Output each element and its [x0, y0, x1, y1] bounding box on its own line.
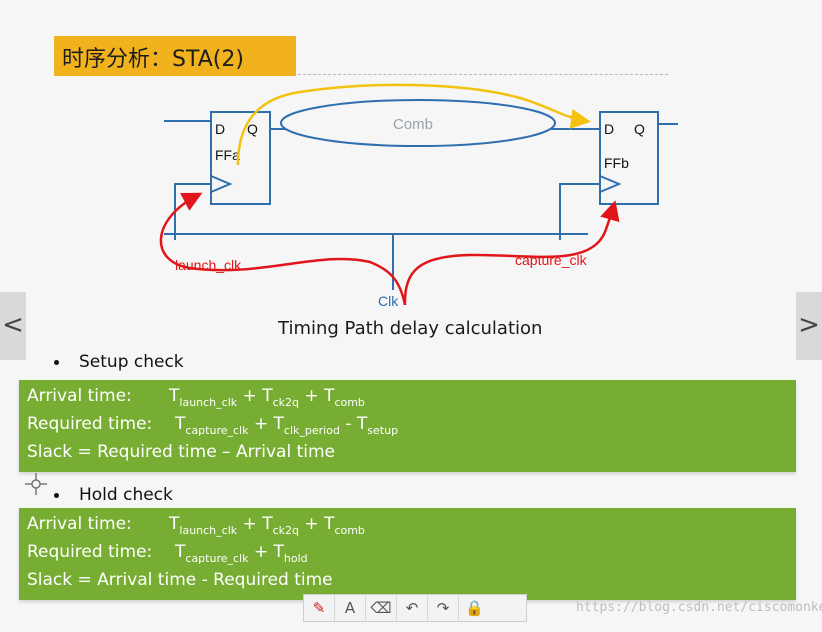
lock-icon: 🔒 — [465, 599, 484, 617]
eraser-tool-icon: ⌫ — [370, 599, 392, 617]
ffb-d-label: D — [604, 121, 614, 137]
subscript: clk_period — [283, 424, 340, 437]
hold-required-label: Required time: — [27, 542, 153, 562]
subscript: ck2q — [272, 524, 299, 537]
comb-label: Comb — [393, 116, 433, 133]
term: T — [169, 514, 180, 534]
operator: - — [345, 414, 352, 434]
setup-check-bullet: Setup check — [54, 352, 184, 372]
hold-arrival-label: Arrival time: — [27, 514, 132, 534]
capture-clock-path — [403, 200, 620, 306]
term: T — [273, 414, 284, 434]
title-divider — [298, 74, 668, 75]
term: T — [356, 414, 368, 434]
ffb-q-label: Q — [634, 121, 645, 137]
setup-check-box: Arrival time: Tlaunch_clk + Tck2q + Tcomb… — [19, 380, 796, 472]
setup-required-label: Required time: — [27, 414, 153, 434]
ffa-clock-triangle — [210, 175, 233, 193]
watermark-url: https://blog.csdn.net/ciscomonkey — [576, 600, 822, 615]
ffa-d-label: D — [215, 121, 225, 137]
setup-required-row: Required time: Tcapture_clk + Tclk_period… — [27, 414, 398, 437]
text-tool-icon: A — [344, 599, 356, 617]
hold-slack-row: Slack = Arrival time - Required time — [27, 570, 333, 590]
setup-arrival-label: Arrival time: — [27, 386, 132, 406]
pen-tool-icon: ✎ — [312, 599, 326, 617]
capture-clk-label: capture_clk — [515, 252, 588, 268]
ffb-clock-triangle — [599, 175, 622, 193]
eraser-tool-button[interactable]: ⌫ — [366, 595, 397, 621]
setup-slack-row: Slack = Required time – Arrival time — [27, 442, 336, 462]
subscript: capture_clk — [185, 424, 249, 437]
bullet-dot — [54, 492, 59, 498]
slide-title: 时序分析：STA(2) — [62, 47, 244, 72]
hold-required-row: Required time: Tcapture_clk + Thold — [27, 542, 308, 565]
text-tool-button[interactable]: A — [335, 595, 366, 621]
ffb-box — [599, 111, 659, 205]
operator: + — [304, 386, 319, 406]
term: T — [324, 514, 335, 534]
term: T — [175, 414, 186, 434]
subscript: comb — [334, 524, 365, 537]
pen-tool-button[interactable]: ✎ — [304, 595, 335, 621]
launch-clk-label: launch_clk — [175, 257, 242, 273]
next-slide-button[interactable]: > — [796, 292, 822, 360]
subscript: hold — [283, 552, 308, 565]
operator: + — [253, 414, 269, 434]
subscript: capture_clk — [185, 552, 249, 565]
subscript: launch_clk — [179, 524, 238, 537]
hold-check-heading: Hold check — [79, 485, 173, 505]
annotation-toolbar: ✎ A ⌫ ↶ ↷ 🔒 — [303, 594, 527, 622]
data-path-arrow — [236, 83, 591, 166]
subscript: comb — [334, 396, 365, 409]
comb-logic-ellipse — [280, 99, 556, 147]
subscript: setup — [367, 424, 399, 437]
redo-button[interactable]: ↷ — [428, 595, 459, 621]
operator: + — [304, 514, 319, 534]
ffb-clock-wire — [559, 183, 600, 240]
subscript: launch_clk — [179, 396, 238, 409]
term: T — [324, 386, 335, 406]
ffa-q-label: Q — [247, 121, 258, 137]
operator: + — [253, 542, 269, 562]
setup-check-heading: Setup check — [79, 352, 184, 372]
ffa-name-label: FFa — [215, 147, 240, 163]
term: T — [262, 514, 273, 534]
move-handle-icon[interactable] — [22, 470, 50, 498]
lock-button[interactable]: 🔒 — [459, 595, 490, 621]
operator: + — [242, 386, 257, 406]
hold-check-box: Arrival time: Tlaunch_clk + Tck2q + Tcomb… — [19, 508, 796, 600]
timing-path-diagram: D Q FFa D Q FFb Comb launch_clk capture_… — [159, 83, 678, 309]
clk-label: Clk — [378, 293, 399, 309]
subscript: ck2q — [272, 396, 299, 409]
term: T — [175, 542, 186, 562]
diagram-caption: Timing Path delay calculation — [278, 318, 543, 339]
redo-icon: ↷ — [436, 599, 450, 617]
undo-button[interactable]: ↶ — [397, 595, 428, 621]
bullet-dot — [54, 359, 59, 365]
ffb-name-label: FFb — [604, 155, 629, 171]
term: T — [169, 386, 180, 406]
previous-slide-button[interactable]: < — [0, 292, 26, 360]
hold-arrival-row: Arrival time: Tlaunch_clk + Tck2q + Tcomb — [27, 514, 365, 537]
setup-arrival-row: Arrival time: Tlaunch_clk + Tck2q + Tcomb — [27, 386, 365, 409]
term: T — [262, 386, 273, 406]
title-banner: 时序分析：STA(2) — [54, 36, 296, 76]
operator: + — [242, 514, 257, 534]
ffa-box — [210, 111, 271, 205]
launch-clock-path — [159, 192, 407, 306]
hold-check-bullet: Hold check — [54, 485, 173, 505]
undo-icon: ↶ — [405, 599, 419, 617]
ffa-clock-wire — [174, 183, 211, 240]
term: T — [273, 542, 284, 562]
